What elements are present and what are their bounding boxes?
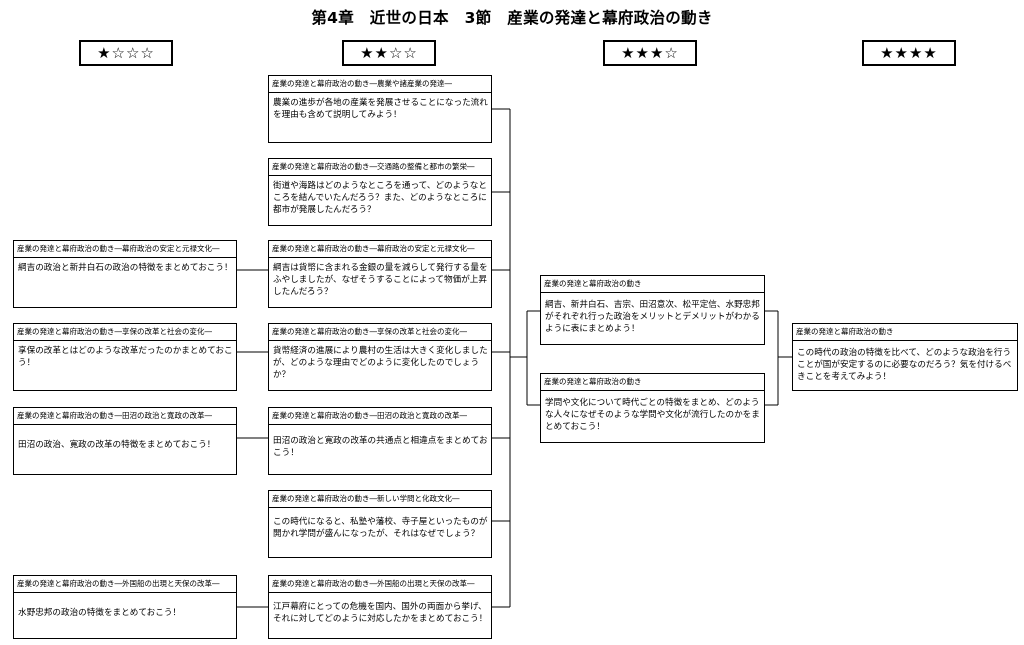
card-header: 産業の発達と幕府政治の動き―田沼の政治と寛政の改革― — [14, 408, 236, 425]
card-header: 産業の発達と幕府政治の動き―享保の改革と社会の変化― — [14, 324, 236, 341]
card-level1-genroku: 産業の発達と幕府政治の動き―幕府政治の安定と元禄文化― 綱吉の政治と新井白石の政… — [13, 240, 237, 308]
card-level2-agriculture: 産業の発達と幕府政治の動き―農業や諸産業の発達― 農業の進歩が各地の産業を発展さ… — [268, 75, 492, 143]
card-question: この時代になると、私塾や藩校、寺子屋といったものが開かれ学問が盛んになったが、そ… — [273, 517, 488, 539]
card-header: 産業の発達と幕府政治の動き―幕府政治の安定と元禄文化― — [14, 241, 236, 258]
card-header: 産業の発達と幕府政治の動き — [541, 276, 764, 293]
card-level3-culture: 産業の発達と幕府政治の動き 学問や文化について時代ごとの特徴をまとめ、どのような… — [540, 373, 765, 443]
card-level1-kyoho: 産業の発達と幕府政治の動き―享保の改革と社会の変化― 享保の改革とはどのような改… — [13, 323, 237, 391]
card-level2-genroku: 産業の発達と幕府政治の動き―幕府政治の安定と元禄文化― 綱吉は貨幣に含まれる金銀… — [268, 240, 492, 308]
card-header: 産業の発達と幕府政治の動き―幕府政治の安定と元禄文化― — [269, 241, 491, 258]
card-level1-tanuma: 産業の発達と幕府政治の動き―田沼の政治と寛政の改革― 田沼の政治、寛政の改革の特… — [13, 407, 237, 475]
card-header: 産業の発達と幕府政治の動き — [541, 374, 764, 391]
card-level3-politics-table: 産業の発達と幕府政治の動き 綱吉、新井白石、吉宗、田沼意次、松平定信、水野忠邦が… — [540, 275, 765, 345]
card-question: 綱吉は貨幣に含まれる金銀の量を減らして発行する量をふやしましたが、なぜそうするこ… — [273, 263, 488, 297]
card-header: 産業の発達と幕府政治の動き―交通路の整備と都市の繁栄― — [269, 159, 491, 176]
card-level2-learning: 産業の発達と幕府政治の動き―新しい学問と化政文化― この時代になると、私塾や藩校… — [268, 490, 492, 558]
card-header: 産業の発達と幕府政治の動き — [793, 324, 1017, 341]
level-3-stars: ★★★☆ — [603, 40, 697, 66]
level-4-stars: ★★★★ — [862, 40, 956, 66]
level-2-stars: ★★☆☆ — [342, 40, 436, 66]
card-level2-tanuma: 産業の発達と幕府政治の動き―田沼の政治と寛政の改革― 田沼の政治と寛政の改革の共… — [268, 407, 492, 475]
card-question: 農業の進歩が各地の産業を発展させることになった流れを理由も含めて説明してみよう！ — [273, 98, 488, 120]
card-header: 産業の発達と幕府政治の動き―新しい学問と化政文化― — [269, 491, 491, 508]
card-level2-transport: 産業の発達と幕府政治の動き―交通路の整備と都市の繁栄― 街道や海路はどのようなと… — [268, 158, 492, 226]
card-question: この時代の政治の特徴を比べて、どのような政治を行うことが国が安定するのに必要なの… — [797, 348, 1012, 382]
card-level4-compare: 産業の発達と幕府政治の動き この時代の政治の特徴を比べて、どのような政治を行うこ… — [792, 323, 1018, 391]
card-question: 貨幣経済の進展により農村の生活は大きく変化しましたが、どのような理由でどのように… — [273, 346, 488, 380]
card-header: 産業の発達と幕府政治の動き―田沼の政治と寛政の改革― — [269, 408, 491, 425]
card-header: 産業の発達と幕府政治の動き―農業や諸産業の発達― — [269, 76, 491, 93]
card-header: 産業の発達と幕府政治の動き―享保の改革と社会の変化― — [269, 324, 491, 341]
card-question: 田沼の政治、寛政の改革の特徴をまとめておこう！ — [18, 440, 216, 450]
card-question: 享保の改革とはどのような改革だったのかまとめておこう！ — [18, 346, 233, 368]
card-level1-tenpo: 産業の発達と幕府政治の動き―外国船の出現と天保の改革― 水野忠邦の政治の特徴をま… — [13, 575, 237, 639]
card-question: 江戸幕府にとっての危機を国内、国外の両面から挙げ、それに対してどのように対応した… — [273, 602, 488, 624]
card-level2-tenpo: 産業の発達と幕府政治の動き―外国船の出現と天保の改革― 江戸幕府にとっての危機を… — [268, 575, 492, 639]
card-question: 街道や海路はどのようなところを通って、どのようなところを結んでいたんだろう？また… — [273, 181, 487, 215]
card-question: 田沼の政治と寛政の改革の共通点と相違点をまとめておこう！ — [273, 436, 488, 458]
card-question: 水野忠邦の政治の特徴をまとめておこう！ — [18, 608, 182, 618]
card-question: 学問や文化について時代ごとの特徴をまとめ、どのような人々になぜそのような学問や文… — [545, 398, 760, 432]
card-question: 綱吉の政治と新井白石の政治の特徴をまとめておこう！ — [18, 263, 233, 273]
card-level2-kyoho: 産業の発達と幕府政治の動き―享保の改革と社会の変化― 貨幣経済の進展により農村の… — [268, 323, 492, 391]
card-header: 産業の発達と幕府政治の動き―外国船の出現と天保の改革― — [14, 576, 236, 593]
page-title: 第4章 近世の日本 3節 産業の発達と幕府政治の動き — [311, 9, 713, 27]
card-question: 綱吉、新井白石、吉宗、田沼意次、松平定信、水野忠邦がそれぞれ行った政治をメリット… — [545, 300, 760, 334]
card-header: 産業の発達と幕府政治の動き―外国船の出現と天保の改革― — [269, 576, 491, 593]
level-1-stars: ★☆☆☆ — [79, 40, 173, 66]
